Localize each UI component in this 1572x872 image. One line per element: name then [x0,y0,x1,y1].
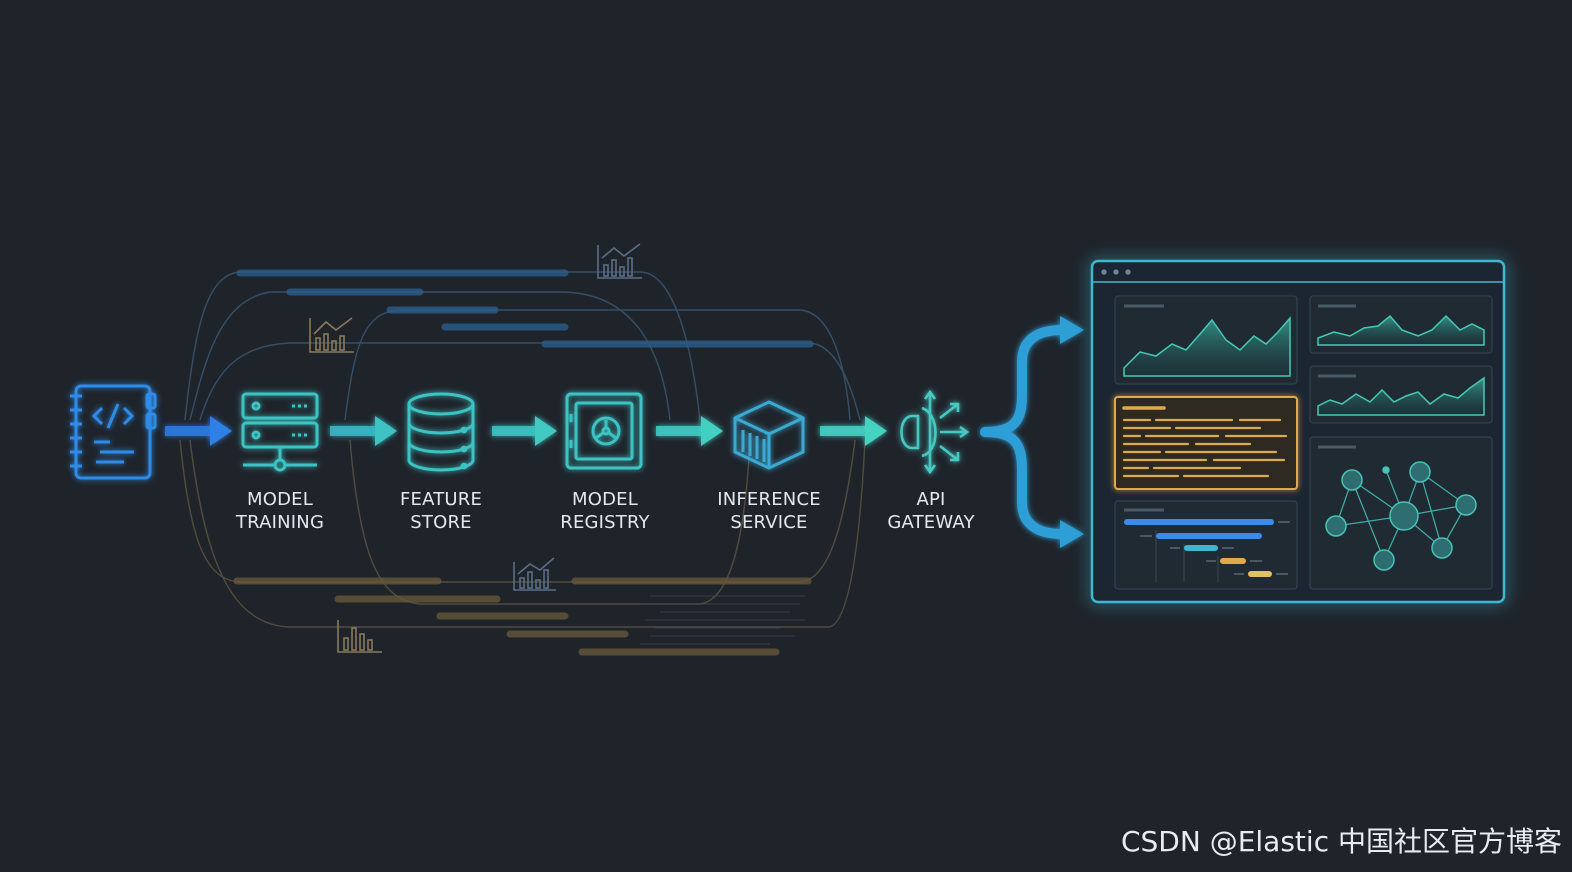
container-cube-icon [733,400,805,470]
window-dot [1113,269,1119,275]
brace-splitter [980,325,1067,539]
mini-chart-icon [513,557,556,591]
watermark: CSDN @Elastic 中国社区官方博客 [1120,825,1562,858]
window-dot [1125,269,1131,275]
trace-panel [1114,500,1298,590]
dashboard-window [1090,259,1506,604]
arrow-right-icon [1060,316,1084,344]
arrow-right-icon [330,416,397,446]
faint-text-lines [640,595,805,645]
mini-chart-icon [337,620,382,653]
window-dot [1101,269,1107,275]
code-notebook-icon [70,384,157,480]
log-panel [1114,396,1298,490]
api-gateway-icon [900,389,970,475]
area-chart-panel [1309,365,1493,424]
mini-chart-icon [309,317,354,353]
flow-arrows [165,416,887,446]
database-icon [407,392,475,472]
vault-icon [565,392,643,470]
arrow-right-icon [165,416,232,446]
data-bars-bottom [233,577,812,656]
data-bars-top [236,269,814,348]
area-chart-panel [1114,295,1298,385]
arrow-right-icon [1060,520,1084,548]
area-chart-panel [1309,295,1493,354]
mini-chart-icon [597,243,642,279]
arrow-right-icon [820,416,887,446]
server-icon [241,392,319,472]
arrow-right-icon [492,416,557,446]
arrow-right-icon [656,416,723,446]
network-graph-panel [1309,436,1493,590]
